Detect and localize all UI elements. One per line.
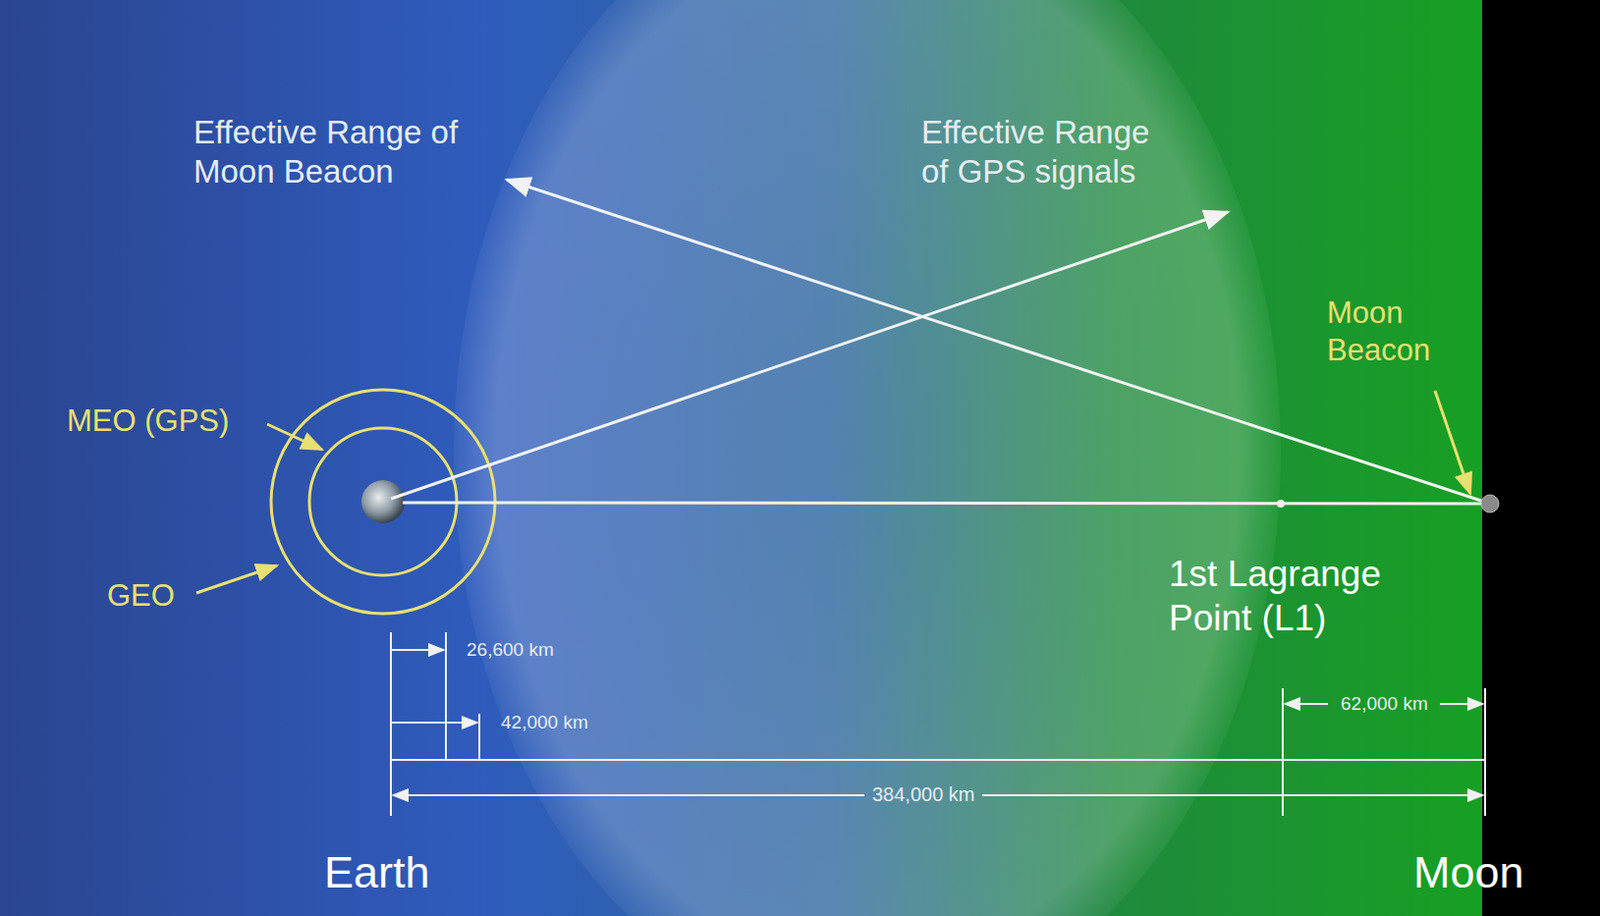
moon-globe: [1481, 495, 1499, 513]
orbit-label: MEO (GPS): [66, 402, 229, 441]
dimension-label: 62,000 km: [1340, 692, 1429, 716]
range-label: Effective Range of GPS signals: [921, 112, 1179, 193]
lagrange-label: 1st Lagrange Point (L1): [1168, 551, 1415, 641]
body-name: Earth: [324, 846, 431, 901]
orbit-label: GEO: [107, 577, 175, 615]
body-name: Moon: [1413, 846, 1525, 901]
moon-beacon-leader: [1434, 390, 1471, 495]
geo-leader: [196, 565, 277, 594]
dimension-lines: [390, 632, 1486, 817]
moon-beacon-range-arrow: [506, 179, 1482, 501]
dimension-label: 26,600 km: [466, 638, 554, 662]
dimension-label: 384,000 km: [872, 782, 976, 807]
gps-range-region: [453, 0, 1281, 916]
l1-point: [1276, 499, 1285, 508]
gps-range-arrow: [390, 212, 1228, 499]
beacon-label: Moon Beacon: [1326, 294, 1475, 370]
earth-globe: [361, 480, 405, 524]
space-strip: [1482, 0, 1600, 916]
range-label: Effective Range of Moon Beacon: [193, 112, 508, 193]
earth-moon-line: [402, 502, 1482, 504]
dimension-label: 42,000 km: [500, 711, 589, 734]
meo-leader: [267, 424, 323, 450]
